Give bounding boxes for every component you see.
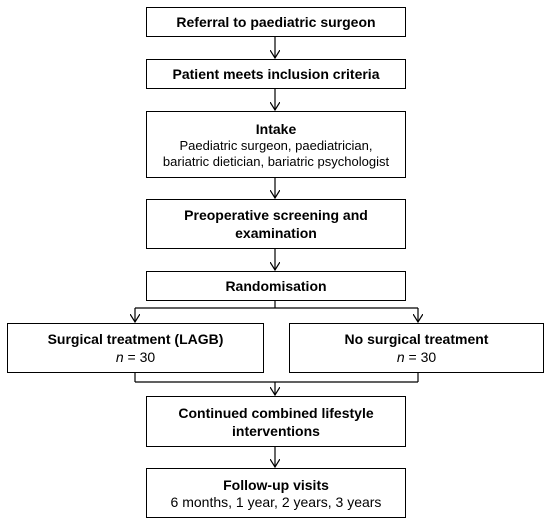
surgical-box: Surgical treatment (LAGB) n = 30 xyxy=(7,323,264,373)
surgical-n-symbol: n xyxy=(115,349,124,365)
intake-title: Intake xyxy=(255,120,297,137)
screening-title-line1: Preoperative screening and xyxy=(184,207,368,223)
screening-box: Preoperative screening and examination xyxy=(146,199,406,249)
intake-line2: bariatric dietician, bariatric psycholog… xyxy=(162,153,390,169)
followup-box: Follow-up visits 6 months, 1 year, 2 yea… xyxy=(146,468,406,518)
lifestyle-title-line1: Continued combined lifestyle xyxy=(178,404,374,421)
followup-title: Follow-up visits xyxy=(223,477,329,493)
randomisation-title: Randomisation xyxy=(225,278,327,294)
referral-title: Referral to paediatric surgeon xyxy=(176,14,376,30)
screening-title-line2: examination xyxy=(235,225,317,241)
followup-detail: 6 months, 1 year, 2 years, 3 years xyxy=(170,494,382,510)
surgical-title: Surgical treatment (LAGB) xyxy=(47,331,224,347)
lifestyle-box: Continued combined lifestyle interventio… xyxy=(146,396,406,447)
randomisation-box: Randomisation xyxy=(146,271,406,301)
no-surgical-n-symbol: n xyxy=(396,349,405,365)
lifestyle-title-line2: interventions xyxy=(232,422,320,439)
no-surgical-title: No surgical treatment xyxy=(344,331,489,347)
inclusion-box: Patient meets inclusion criteria xyxy=(146,59,406,89)
intake-line1: Paediatric surgeon, paediatrician, xyxy=(179,137,373,153)
surgical-n-value: = 30 xyxy=(123,349,156,365)
inclusion-title: Patient meets inclusion criteria xyxy=(172,66,380,82)
no-surgical-box: No surgical treatment n = 30 xyxy=(289,323,544,373)
referral-box: Referral to paediatric surgeon xyxy=(146,7,406,37)
no-surgical-n: n = 30 xyxy=(397,348,436,366)
intake-box: Intake Paediatric surgeon, paediatrician… xyxy=(146,111,406,178)
no-surgical-n-value: = 30 xyxy=(404,349,437,365)
surgical-n: n = 30 xyxy=(116,348,155,366)
